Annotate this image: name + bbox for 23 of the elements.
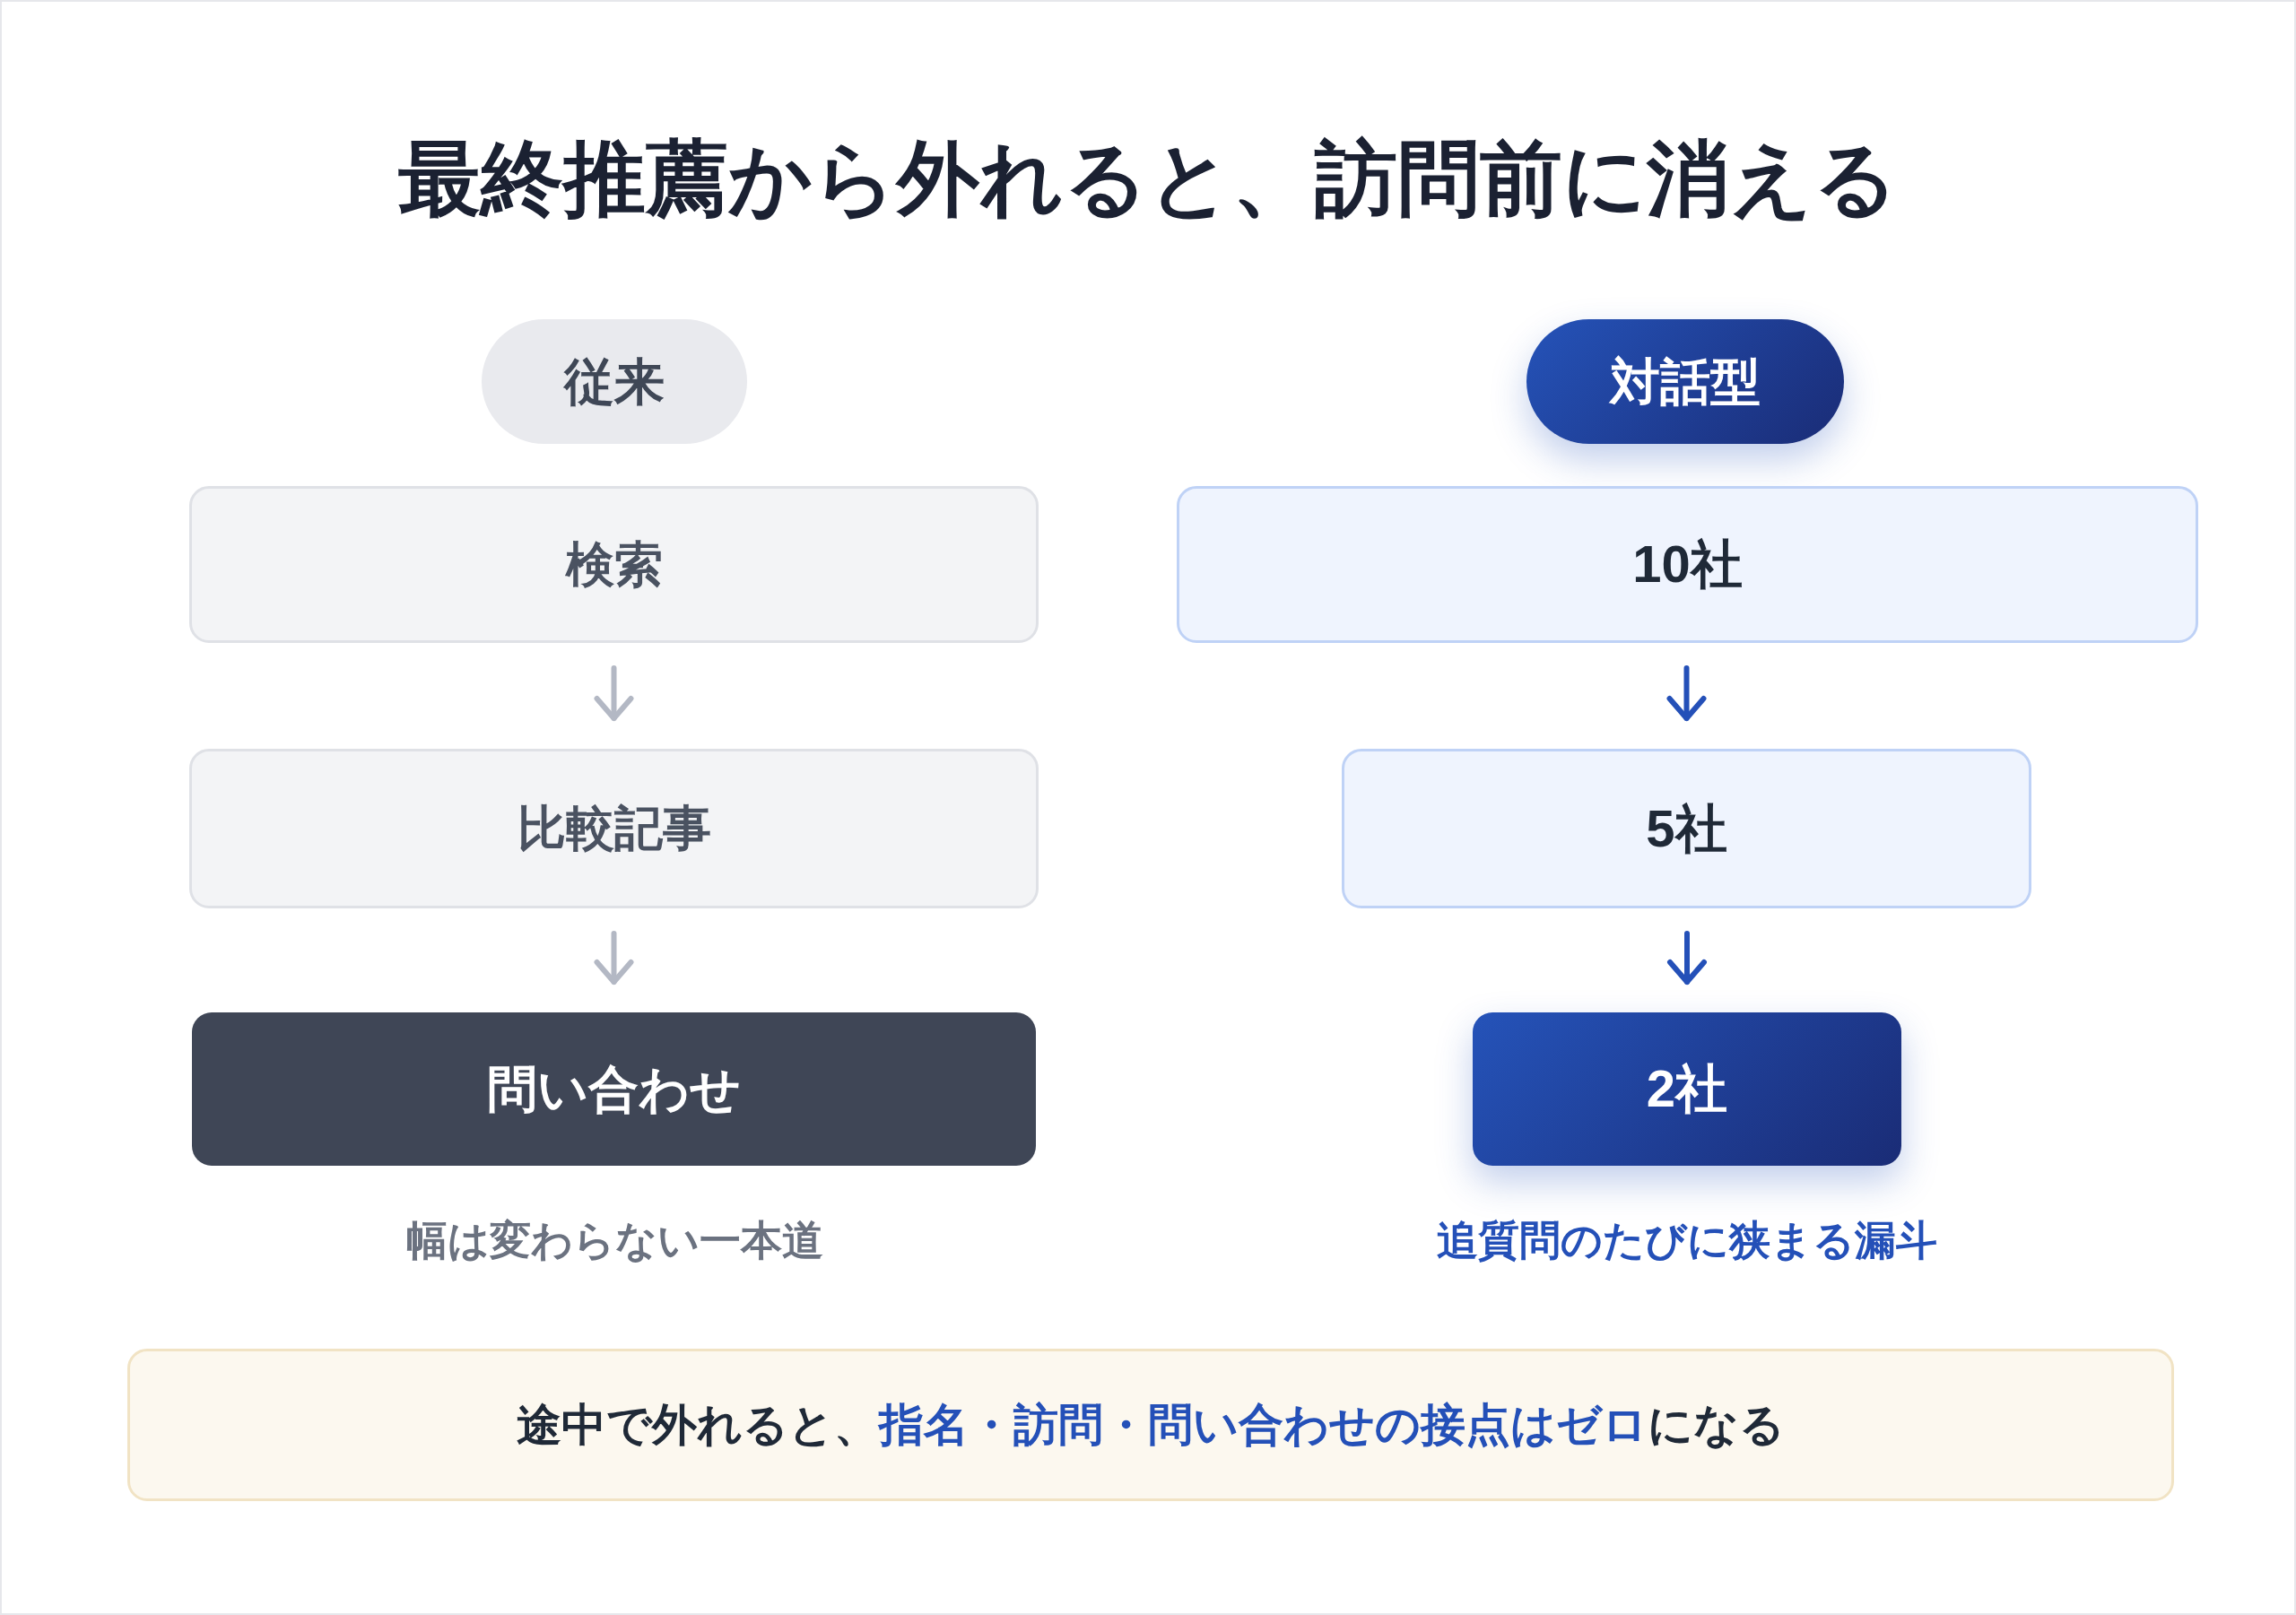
node-label: 比較記事 [517,800,711,857]
step-box [1342,749,2031,908]
title: 最終推薦から外れると、訪問前に消える [398,132,1898,226]
node-label: 検索 [565,535,663,593]
caption: 幅は変わらない一本道 [405,1216,823,1265]
result-box [192,1012,1036,1166]
result-box [1473,1012,1901,1166]
arrow [1667,931,1707,985]
arrow [1666,665,1707,721]
step-box [189,749,1039,908]
node-label: 途中で外れると、指名・訪問・問い合わせの接点はゼロになる [517,1398,1785,1452]
note-box [127,1349,2174,1501]
node-label: 対話型 [1610,352,1761,412]
caption: 追質問のたびに狭まる漏斗 [1437,1216,1937,1265]
node-label: 問い合わせ [487,1059,741,1119]
node-label: 10社 [1632,534,1743,595]
arrow [594,665,634,721]
node-label: 5社 [1646,797,1727,859]
arrow [594,931,634,985]
node-label: 2社 [1646,1058,1728,1120]
step-box [189,486,1039,643]
node-label: 従来 [564,352,665,412]
step-box [1177,486,2198,643]
